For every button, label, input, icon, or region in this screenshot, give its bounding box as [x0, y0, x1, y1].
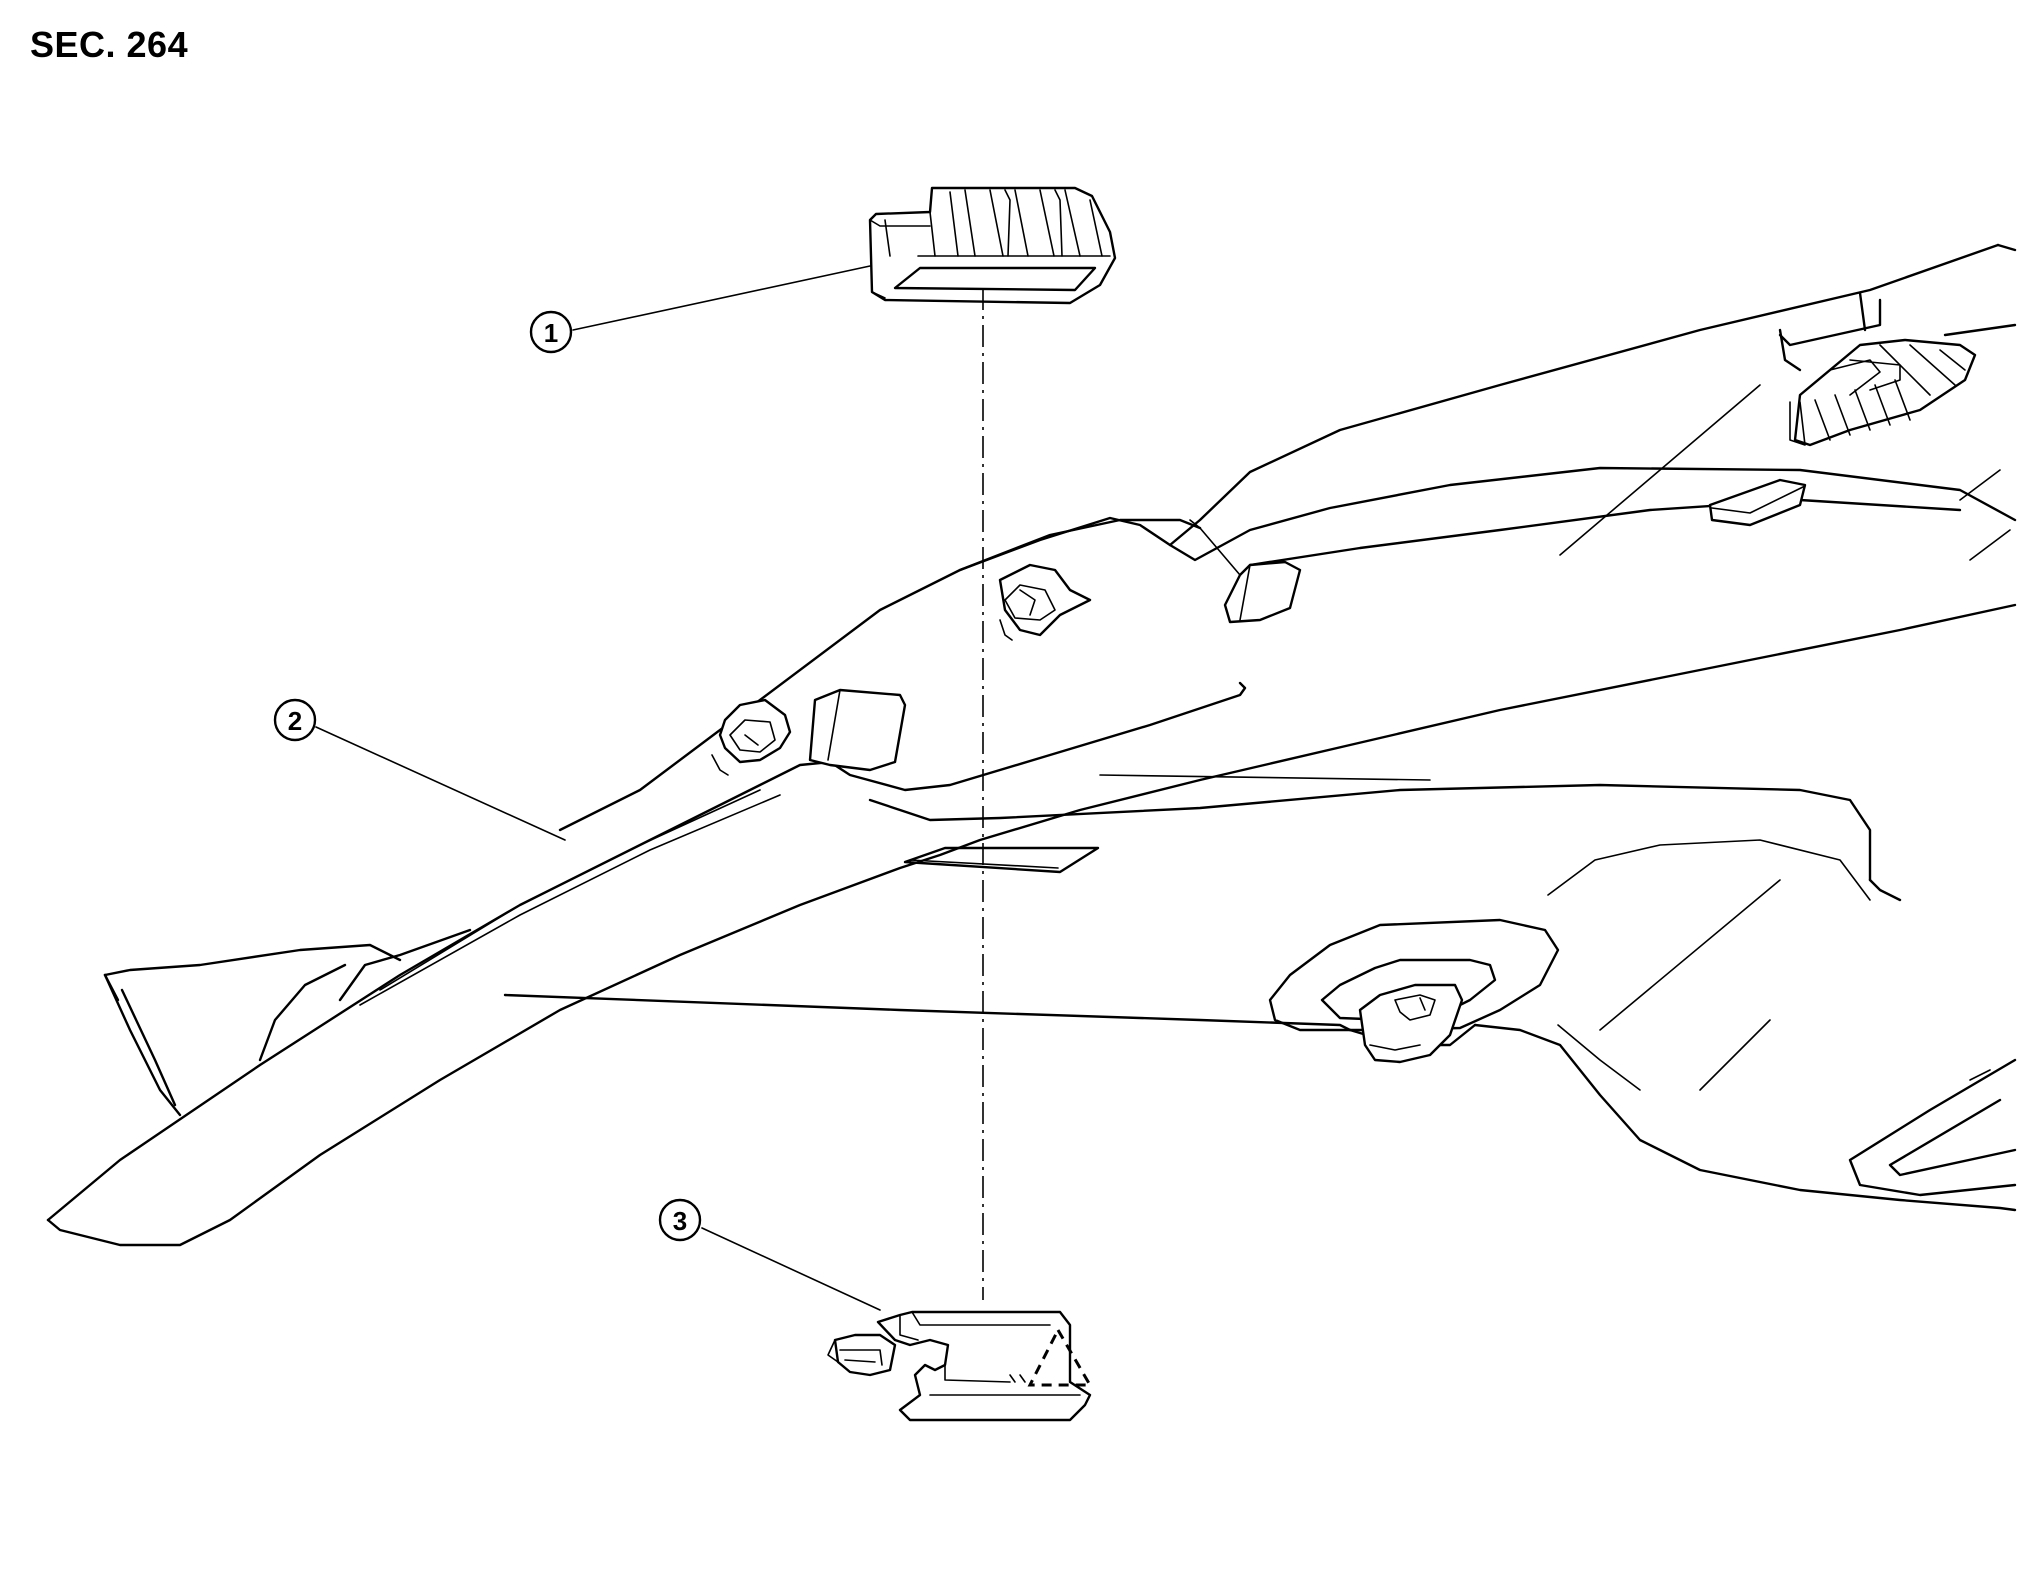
clip-upper-middle — [998, 563, 1092, 641]
lamp-lower — [827, 1310, 1093, 1422]
grab-handle — [1268, 918, 1560, 1064]
map-lamp-assembly — [868, 186, 1117, 305]
clip-bracket-right — [1189, 519, 1302, 624]
section-label: SEC. 264 — [30, 24, 189, 65]
headlining-lamp-right — [1789, 338, 1977, 447]
callout-3: 3 — [658, 1198, 881, 1311]
callout-3-label: 3 — [673, 1206, 687, 1236]
callout-1: 1 — [529, 265, 871, 354]
callout-1-label: 1 — [544, 318, 558, 348]
callout-2: 2 — [273, 698, 566, 841]
headlining-panel — [46, 243, 2017, 1247]
callout-2-label: 2 — [288, 706, 302, 736]
clip-lower-left — [711, 698, 792, 776]
clip-bracket-left — [808, 688, 907, 772]
